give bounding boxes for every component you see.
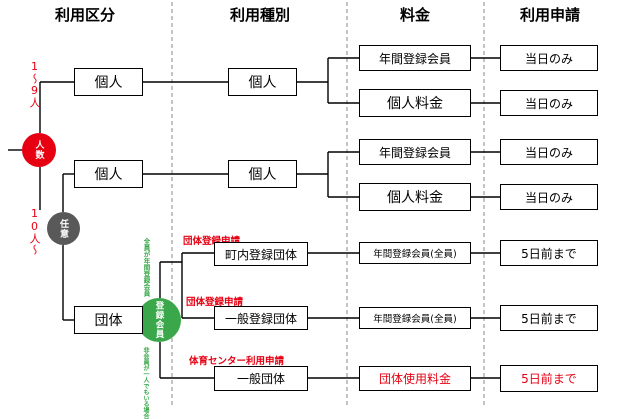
label-group-registration-a: 団体登録申請 (183, 236, 241, 247)
row1-category-box: 個人 (74, 68, 143, 96)
row2-app-individual-box: 当日のみ (500, 184, 598, 210)
row2-fee-annual-box: 年間登録会員 (359, 139, 471, 165)
header-usage-type: 利用種別 (229, 6, 290, 24)
member-circle: 登録会員 (137, 298, 181, 342)
row1-fee-individual-box: 個人料金 (359, 89, 471, 117)
row2-category-box: 個人 (74, 160, 143, 188)
row3-fee-general-reg-box: 年間登録会員(全員) (359, 307, 471, 329)
voluntary-circle: 任意 (47, 212, 80, 245)
row1-app-annual-box: 当日のみ (500, 45, 598, 71)
label-group-registration-b: 団体登録申請 (186, 297, 244, 308)
header-application: 利用申請 (519, 6, 580, 24)
row1-app-individual-box: 当日のみ (500, 90, 598, 116)
label-non-members-included: 非会員が一人でもいる場合 (142, 347, 149, 419)
row3-fee-town-box: 年間登録会員(全員) (359, 242, 471, 264)
row3-app-general-box: 5日前まで (500, 365, 598, 392)
label-all-members-registered: 全員が年間登録会員 (142, 238, 150, 297)
row3-category-box: 団体 (74, 306, 143, 334)
row2-app-annual-box: 当日のみ (500, 139, 598, 165)
row1-type-box: 個人 (228, 68, 297, 96)
header-fee: 料金 (399, 6, 430, 24)
row1-fee-annual-box: 年間登録会員 (359, 45, 471, 71)
row3-fee-group-usage-box: 団体使用料金 (359, 366, 471, 391)
label-center-usage-application: 体育センター利用申請 (189, 356, 285, 367)
row3-type-town-box: 町内登録団体 (214, 242, 308, 266)
row2-type-box: 個人 (228, 160, 297, 188)
row2-fee-individual-box: 個人料金 (359, 183, 471, 211)
label-ten-plus: 10人〜 (28, 207, 41, 255)
label-one-to-nine: 1〜9人 (28, 60, 41, 108)
header-usage-category: 利用区分 (54, 6, 115, 24)
row3-app-general-reg-box: 5日前まで (500, 305, 598, 331)
headcount-circle: 人数 (22, 133, 56, 167)
row3-type-general-box: 一般団体 (214, 366, 308, 391)
row3-app-town-box: 5日前まで (500, 240, 598, 266)
row3-type-general-reg-box: 一般登録団体 (214, 306, 308, 330)
